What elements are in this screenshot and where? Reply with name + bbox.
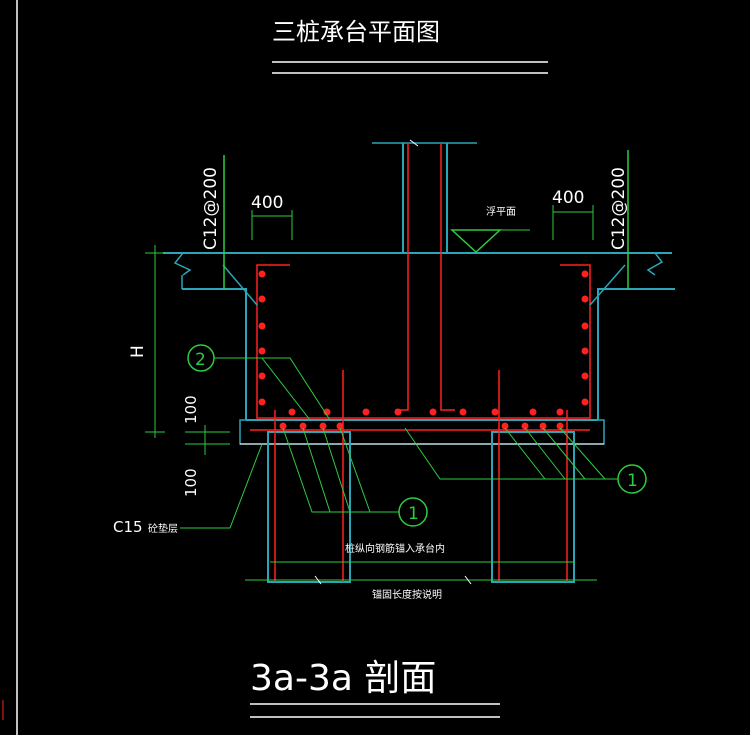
callout-1-right-leader-5 (559, 427, 606, 480)
pile-left (267, 431, 351, 583)
callout-1-left-leader (282, 427, 399, 513)
callout-2-leader-2 (261, 357, 311, 421)
anchor-length-note: 锚固长度按说明 (372, 588, 442, 601)
pile-right (491, 431, 575, 583)
cushion-dim-a: 100 (182, 395, 200, 424)
height-dim: H (128, 345, 148, 358)
anchor-break-tick-1 (314, 575, 322, 585)
top-title: 三桩承台平面图 (272, 18, 440, 46)
rebar-dots (258, 270, 589, 430)
callout-1-right-leader-2 (504, 427, 546, 480)
cushion-dim-b: 100 (182, 468, 200, 497)
anchor-break-tick-2 (464, 575, 472, 585)
column-hook-right (440, 253, 455, 411)
callout-1-left-leader-4 (339, 427, 371, 513)
cap-left-outline (182, 288, 247, 420)
callout-1-right-leader-4 (542, 427, 586, 480)
callout-1-right-leader (404, 427, 618, 480)
cushion-suffix: 砼垫层 (148, 522, 178, 535)
column-hook-left (395, 253, 409, 411)
cushion-leader (180, 443, 263, 529)
callout-1-left-number: 1 (408, 504, 419, 524)
cushion-label: C15 (113, 518, 143, 536)
left-rebar-label: C12@200 (201, 167, 221, 250)
callout-1-right-number: 1 (627, 471, 638, 491)
callout-2-number: 2 (195, 350, 206, 370)
left-width-dim: 400 (251, 193, 283, 213)
right-width-dim: 400 (552, 188, 584, 208)
cap-rebar-cage (256, 264, 591, 419)
callout-1-left-leader-2 (302, 427, 331, 513)
level-marker (450, 229, 502, 254)
callout-2-leader (214, 357, 331, 421)
bottom-title: 3a-3a 剖面 (250, 658, 436, 699)
right-side-bar (589, 264, 626, 306)
break-symbol-left (163, 252, 192, 276)
right-rebar-label: C12@200 (609, 167, 629, 250)
level-marker-label: 浮平面 (486, 206, 516, 218)
pile-anchor-note: 桩纵向钢筋锚入承台内 (345, 542, 445, 555)
left-side-bar (222, 264, 258, 306)
callout-1-left-leader-3 (322, 427, 351, 513)
column-break-tick (409, 139, 419, 147)
cap-right-outline (597, 288, 675, 420)
callout-1-right-leader-3 (524, 427, 566, 480)
break-symbol-right (646, 252, 672, 276)
